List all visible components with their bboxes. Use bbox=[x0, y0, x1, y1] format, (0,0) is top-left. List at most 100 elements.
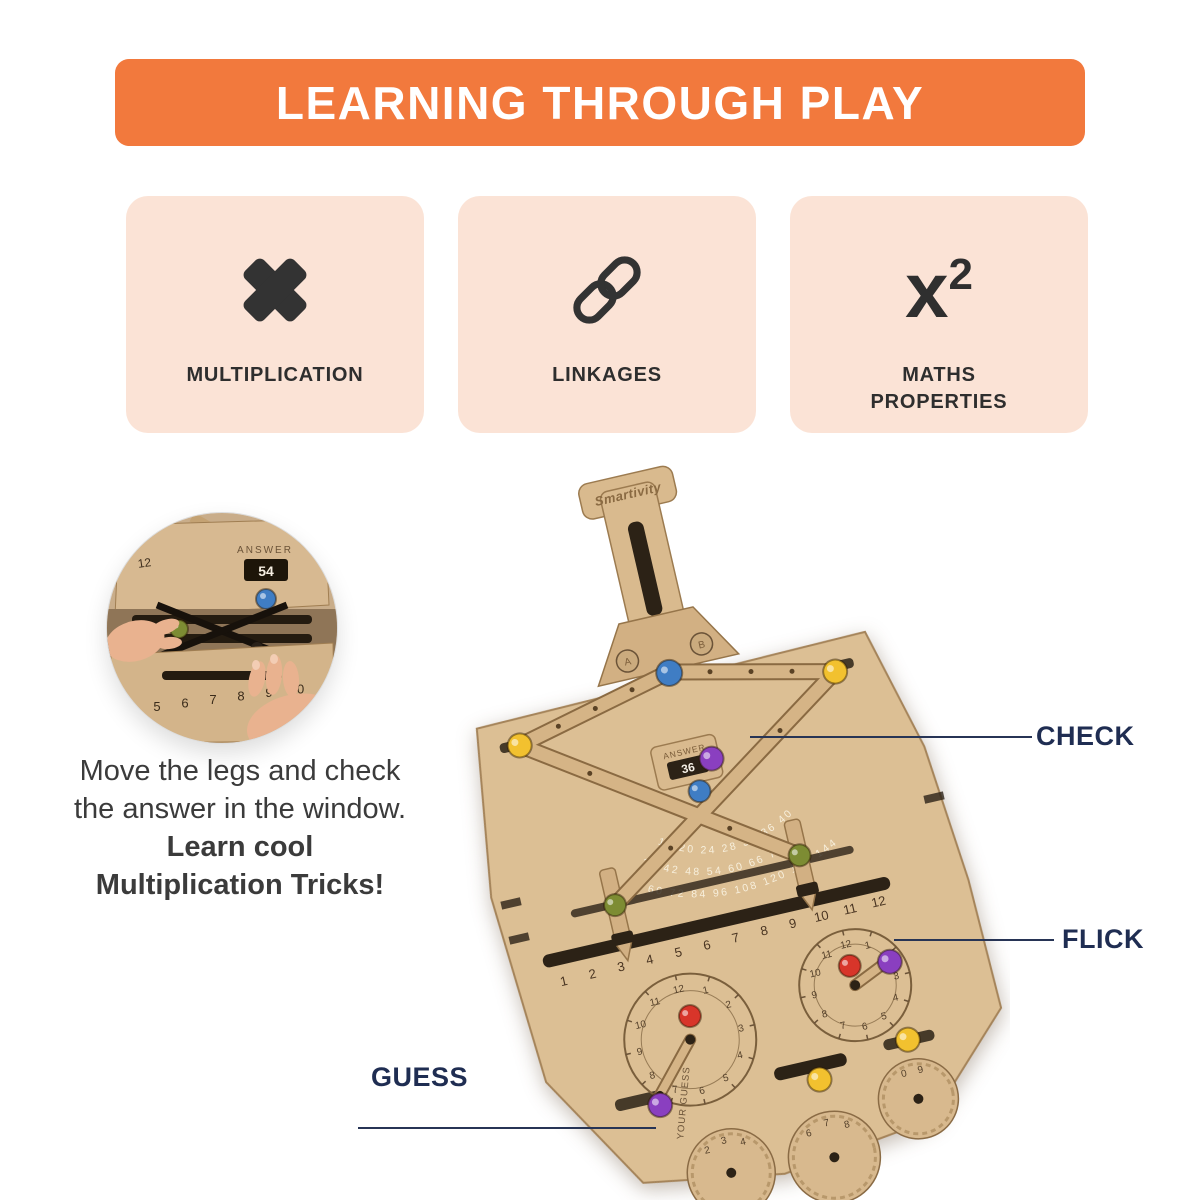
number-label: 6 bbox=[861, 1021, 869, 1033]
dial-tick bbox=[626, 1019, 633, 1023]
number-label: 10 bbox=[813, 907, 830, 925]
yellow-pin-left bbox=[506, 732, 533, 759]
feature-card-multiplication: MULTIPLICATION bbox=[126, 196, 424, 433]
multiplication-machine-graphic: Smartivity 16 20 24 28 32 36 40 36 42 48… bbox=[475, 465, 1003, 1200]
dial-tick bbox=[731, 1083, 736, 1089]
dial-tick bbox=[801, 968, 807, 971]
number-label: 8 bbox=[237, 689, 244, 704]
dial-tick bbox=[625, 1052, 631, 1056]
number-label: 9 bbox=[811, 989, 819, 1001]
dial-tick bbox=[641, 1080, 647, 1086]
number-label: 6 bbox=[805, 1128, 813, 1140]
number-label: 0 bbox=[900, 1068, 908, 1080]
inset-answer-window bbox=[244, 559, 288, 581]
dial-tick bbox=[816, 943, 821, 949]
blue-pivot-pin bbox=[655, 658, 684, 687]
number-label: 1 bbox=[559, 973, 569, 989]
red-pin-left-dial bbox=[677, 1004, 702, 1029]
inset-answer-label: ANSWER bbox=[237, 545, 293, 556]
number-label: 4 bbox=[739, 1136, 747, 1148]
number-label: 7 bbox=[671, 1084, 679, 1096]
number-label: 9 bbox=[636, 1046, 644, 1058]
number-label: 1 bbox=[864, 940, 872, 952]
number-label: 3 bbox=[616, 958, 626, 974]
dial-tick bbox=[749, 1024, 755, 1027]
upper-track-slot bbox=[570, 845, 854, 918]
number-label: 2 bbox=[725, 999, 733, 1011]
banner-title: LEARNING THROUGH PLAY bbox=[275, 76, 925, 129]
feature-card-label: LINKAGES bbox=[552, 364, 662, 386]
yellow-pin-right bbox=[822, 658, 849, 685]
feature-card-label: MULTIPLICATION bbox=[186, 364, 364, 386]
multiplication-cross-icon bbox=[226, 230, 324, 350]
number-label: 6 bbox=[702, 937, 712, 953]
dial-tick bbox=[644, 990, 650, 996]
dial-tick bbox=[891, 946, 897, 951]
inset-top-plate bbox=[114, 518, 330, 618]
number-label: 6 bbox=[698, 1085, 706, 1097]
dial-tick bbox=[889, 1021, 894, 1027]
number-label: 2 bbox=[587, 966, 597, 982]
inset-answer-value: 54 bbox=[258, 563, 274, 579]
dial-tick bbox=[869, 931, 873, 937]
number-label: 5 bbox=[673, 944, 683, 960]
number-label: 4 bbox=[736, 1050, 744, 1062]
top-slider: Smartivity bbox=[578, 465, 685, 631]
inset-left-number: 12 bbox=[137, 555, 152, 571]
dial-tick bbox=[703, 1098, 706, 1105]
check-callout-line bbox=[750, 736, 1032, 738]
number-label: 10 bbox=[634, 1019, 648, 1032]
feature-card-label: MATHS PROPERTIES bbox=[870, 364, 1008, 413]
number-label: 10 bbox=[809, 967, 823, 980]
number-label: 8 bbox=[843, 1119, 851, 1131]
dial-tick bbox=[707, 976, 711, 982]
dial-tick bbox=[903, 999, 909, 1003]
dial-tick bbox=[800, 995, 806, 999]
number-label: 7 bbox=[209, 692, 216, 707]
number-label: 6 bbox=[181, 696, 188, 711]
feature-card-linkages: LINKAGES bbox=[458, 196, 756, 433]
description-text: Move the legs and check the answer in th… bbox=[40, 752, 440, 904]
flick-callout-line bbox=[894, 939, 1054, 941]
dial-tick bbox=[734, 994, 740, 999]
green-pin-left bbox=[603, 893, 628, 918]
flick-callout-label: FLICK bbox=[1062, 924, 1144, 954]
answer-value: 36 bbox=[680, 760, 696, 777]
number-label: 7 bbox=[839, 1020, 847, 1032]
answer-window bbox=[666, 754, 709, 780]
pivot-label-b: B bbox=[697, 639, 706, 651]
number-label: 12 bbox=[870, 893, 887, 911]
x-squared-icon: x2 bbox=[905, 230, 973, 350]
inset-left-hand bbox=[107, 618, 182, 662]
number-label: 7 bbox=[730, 930, 740, 946]
check-callout-label: CHECK bbox=[1036, 721, 1135, 751]
dial-tick bbox=[865, 1034, 869, 1040]
yellow-pin-bottom-middle bbox=[806, 1066, 833, 1093]
number-label: 8 bbox=[821, 1009, 829, 1021]
chain-link-icon bbox=[558, 230, 656, 350]
number-label: 4 bbox=[644, 951, 654, 967]
number-label: 5 bbox=[153, 699, 160, 714]
green-pin-right bbox=[787, 843, 812, 868]
banner: LEARNING THROUGH PLAY bbox=[115, 59, 1085, 146]
x-squared-base: x bbox=[905, 246, 949, 334]
number-label: 8 bbox=[648, 1070, 656, 1082]
number-label: 1 bbox=[702, 985, 710, 997]
dial-tick bbox=[674, 975, 678, 981]
dial-tick bbox=[838, 1033, 842, 1039]
answer-plate: ANSWER 36 bbox=[650, 733, 724, 791]
number-label: 8 bbox=[759, 922, 769, 938]
blue-answer-pin bbox=[687, 779, 712, 804]
linkage-arms bbox=[511, 663, 844, 914]
number-label: 3 bbox=[737, 1023, 745, 1035]
number-label: 3 bbox=[892, 971, 900, 983]
description-line: Move the legs and check bbox=[79, 755, 401, 787]
